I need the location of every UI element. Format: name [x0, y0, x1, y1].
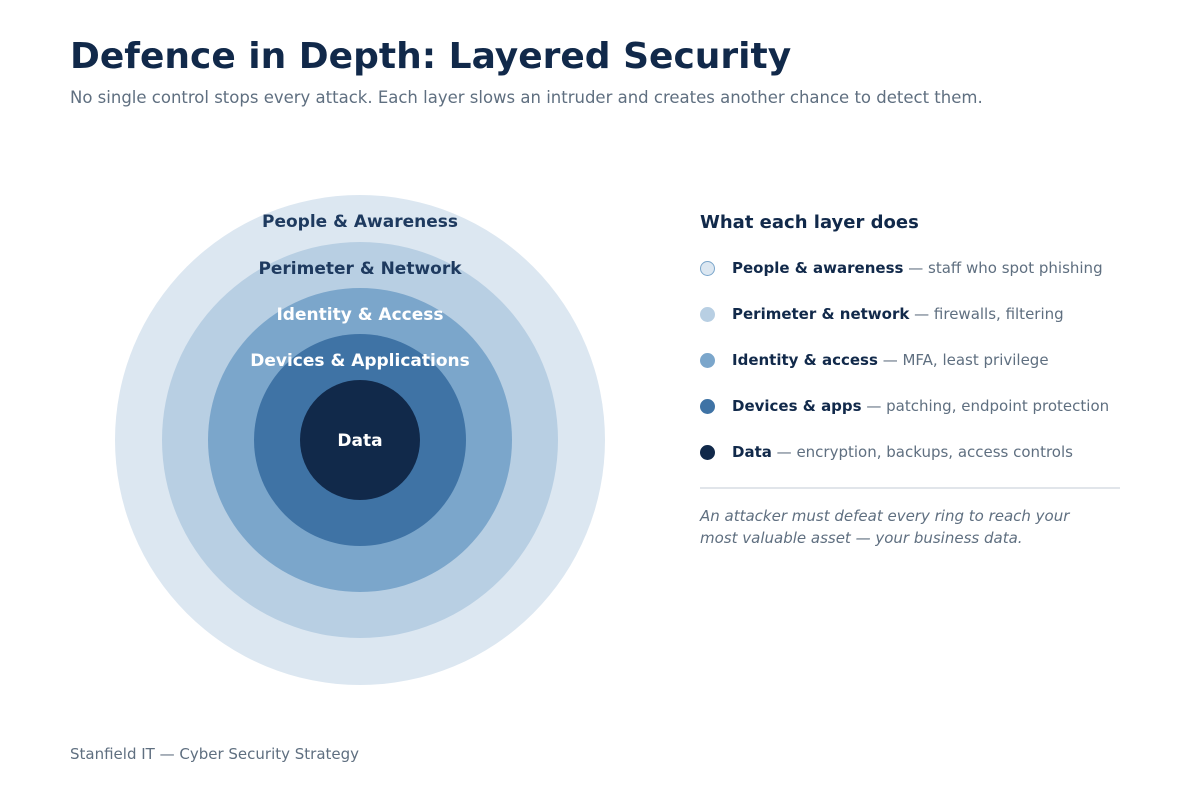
legend-item-desc: MFA, least privilege: [902, 351, 1049, 369]
ring-data-core: [300, 380, 420, 500]
legend-item-name: Identity & access: [732, 351, 878, 369]
ring-label-perimeter-network: Perimeter & Network: [258, 259, 462, 279]
legend-swatch-identity-access: [700, 352, 715, 368]
legend-swatch-devices-apps: [700, 398, 715, 414]
legend-separator: —: [914, 305, 930, 323]
footer-credit: Stanfield IT — Cyber Security Strategy: [70, 745, 360, 763]
legend-separator: —: [866, 397, 882, 415]
legend-item-perimeter-network: Perimeter & network — firewalls, filteri…: [700, 303, 1130, 325]
legend-item-desc: patching, endpoint protection: [886, 397, 1110, 415]
legend-item-desc: encryption, backups, access controls: [796, 443, 1073, 461]
legend-item-name: Perimeter & network: [732, 305, 910, 323]
page-subtitle: No single control stops every attack. Ea…: [70, 88, 983, 107]
legend-item-desc: firewalls, filtering: [933, 305, 1064, 323]
legend-item-people-awareness: People & awareness — staff who spot phis…: [700, 257, 1130, 279]
ring-label-devices-applications: Devices & Applications: [250, 351, 470, 371]
legend-separator: —: [908, 259, 924, 277]
legend-item-devices-apps: Devices & apps — patching, endpoint prot…: [700, 395, 1130, 417]
legend-item-identity-access: Identity & access — MFA, least privilege: [700, 349, 1130, 371]
legend-separator: —: [776, 443, 792, 461]
legend-swatch-perimeter-network: [700, 306, 715, 322]
legend-title: What each layer does: [700, 212, 919, 233]
ring-label-people-awareness: People & Awareness: [262, 212, 458, 232]
legend-item-name: Devices & apps: [732, 397, 862, 415]
legend-separator: —: [882, 351, 898, 369]
ring-label-identity-access: Identity & Access: [276, 305, 443, 325]
legend-item-data: Data — encryption, backups, access contr…: [700, 441, 1130, 463]
legend-panel: What each layer does People & awareness …: [700, 212, 1130, 549]
legend-item-name: Data: [732, 443, 772, 461]
page-title: Defence in Depth: Layered Security: [70, 36, 792, 77]
ring-label-data: Data: [337, 431, 382, 451]
legend-item-name: People & awareness: [732, 259, 904, 277]
legend-swatch-people-awareness: [700, 260, 715, 276]
legend-note: An attacker must defeat every ring to re…: [700, 507, 1070, 547]
legend-item-desc: staff who spot phishing: [928, 259, 1103, 277]
legend-divider: [700, 487, 1120, 489]
legend-swatch-data: [700, 444, 715, 460]
